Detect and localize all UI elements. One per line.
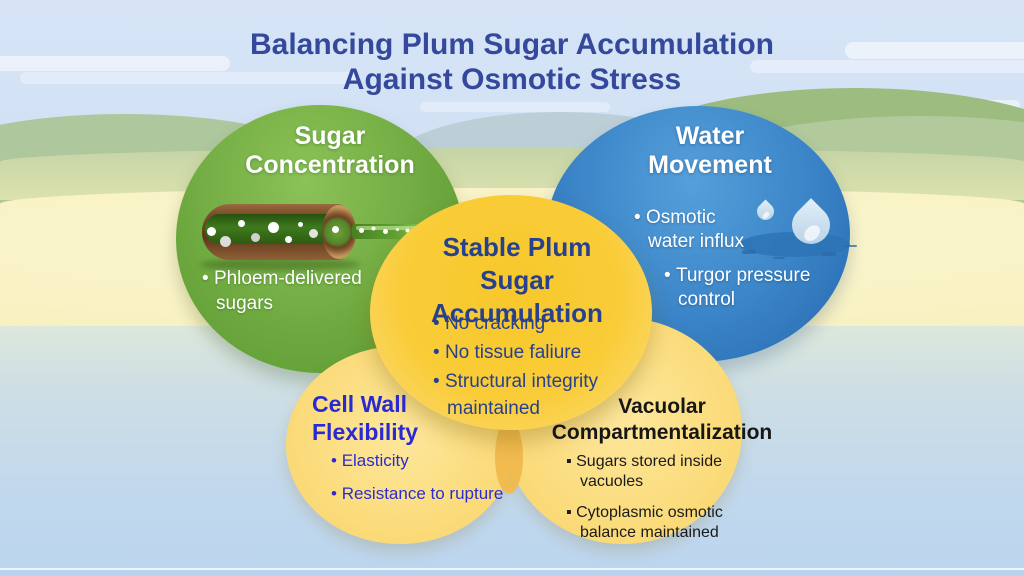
water-movement-bullets-2: Turgor pressure control	[664, 264, 822, 312]
bullet-item: Osmotic water influx	[634, 206, 762, 254]
sugar-concentration-bullets: Phloem-delivered sugars	[202, 266, 397, 316]
stable-plum-bullets: No cracking No tissue faliure Structural…	[433, 310, 648, 424]
bullet-item: Resistance to rupture	[331, 483, 541, 505]
cloud-icon	[0, 56, 230, 71]
page-title: Balancing Plum Sugar Accumulation Agains…	[150, 27, 874, 97]
title-line-1: Balancing Plum Sugar Accumulation	[250, 28, 774, 61]
water-bottom-strip	[0, 568, 1024, 576]
heading-line: Concentration	[245, 151, 415, 179]
vacuolar-compartmentalization-heading: Vacuolar Compartmentalization	[537, 394, 787, 446]
water-movement-bullets-1: Osmotic water influx	[634, 206, 762, 254]
bullet-item: Elasticity	[331, 450, 541, 472]
cloud-icon	[845, 42, 1024, 59]
tube-opening	[322, 205, 356, 259]
sugar-dots	[207, 227, 216, 236]
heading-line: Flexibility	[312, 419, 419, 445]
heading-line: Stable Plum	[442, 232, 592, 262]
heading-line: Cell Wall	[312, 391, 407, 417]
heading-line: Sugar	[294, 122, 366, 150]
bullet-item: Turgor pressure control	[664, 264, 822, 312]
sugar-concentration-heading: Sugar Concentration	[220, 122, 440, 180]
bullet-item: Sugars stored inside vacuoles	[566, 452, 748, 492]
vacuolar-compartmentalization-bullets: Sugars stored inside vacuoles Cytoplasmi…	[566, 452, 748, 554]
bullet-item: No cracking	[433, 310, 648, 337]
cell-wall-flexibility-bullets: Elasticity Resistance to rupture	[331, 450, 541, 516]
bullet-item: Phloem-delivered sugars	[202, 266, 397, 316]
heading-line: Compartmentalization	[551, 421, 773, 444]
cell-wall-flexibility-heading: Cell Wall Flexibility	[312, 390, 462, 446]
bullet-item: Structural integrity maintained	[433, 368, 648, 422]
water-movement-heading: Water Movement	[605, 122, 815, 180]
cloud-icon	[20, 72, 360, 84]
cloud-icon	[750, 60, 1024, 73]
heading-line: Movement	[648, 151, 772, 179]
title-line-2: Against Osmotic Stress	[342, 63, 682, 96]
heading-line: Water	[675, 122, 745, 150]
cloud-icon	[420, 102, 610, 112]
bullet-item: No tissue faliure	[433, 339, 648, 366]
bullet-item: Cytoplasmic osmotic balance maintained	[566, 503, 748, 543]
heading-line: Vacuolar	[618, 395, 706, 418]
